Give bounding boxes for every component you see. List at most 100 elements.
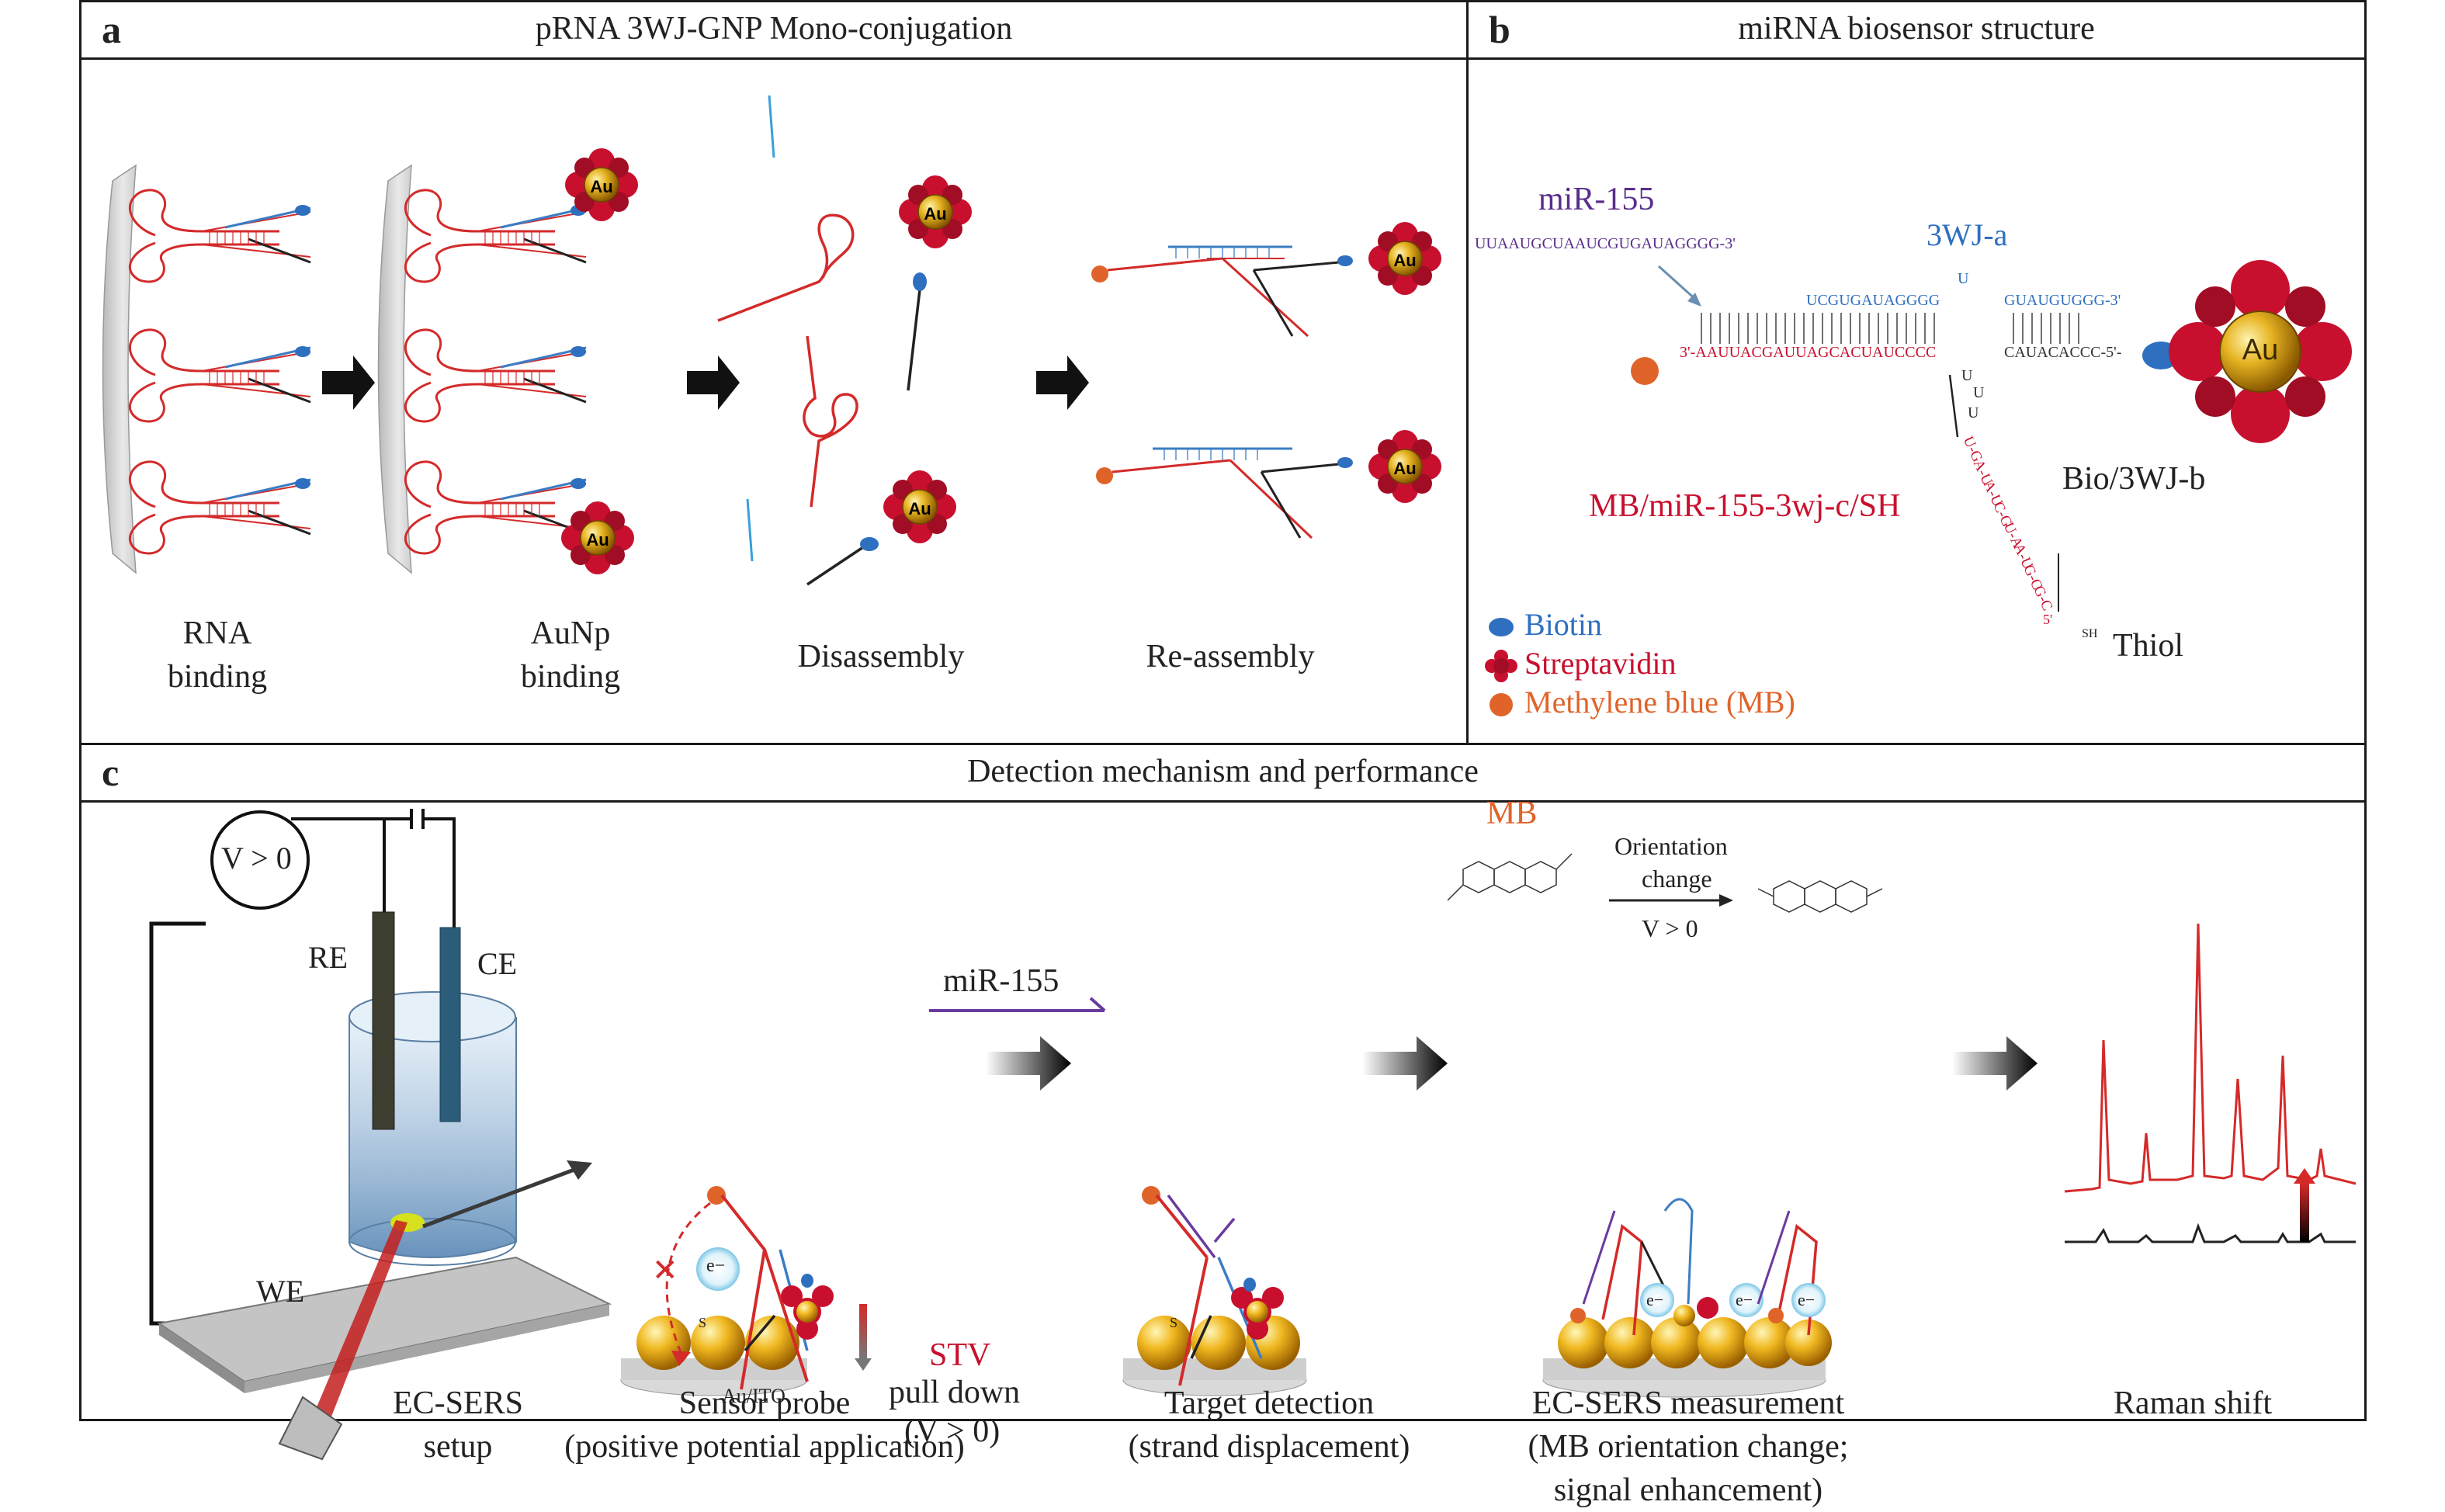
au-label: Au — [1393, 251, 1416, 270]
caption-line: (MB orientation change; — [1528, 1429, 1849, 1465]
3wj-b-label: Bio/3WJ-b — [2062, 461, 2206, 497]
pull-down-label: pull down — [889, 1375, 1021, 1410]
step-caption-reassembly: Re-assembly — [1106, 635, 1354, 678]
caption-line: Sensor probe — [678, 1385, 851, 1421]
change-label: change — [1642, 865, 1712, 893]
step-caption-rna-binding: RNA binding — [128, 612, 307, 699]
caption-ec-sers-measurement: EC-SERS measurement (MB orientation chan… — [1510, 1382, 1867, 1512]
thiol-s-label: S — [699, 1315, 707, 1330]
3wj-b-sequence: CAUACACCC-5'- — [2004, 344, 2122, 361]
mb-orientation-reaction — [1447, 853, 1883, 913]
au-label: Au — [590, 177, 612, 196]
target-detection — [1122, 1186, 1307, 1396]
gold-surface-plate — [102, 164, 137, 574]
mir155-arrow-label: miR-155 — [943, 963, 1060, 999]
arrow-3-icon — [1036, 355, 1089, 410]
panel-c-illustration: ✕ — [149, 809, 2357, 1461]
mb-label: MB — [1486, 796, 1538, 831]
caption-line: RNA — [182, 616, 252, 651]
panel-a-label: a — [102, 8, 121, 51]
mir-arrow — [1657, 265, 1699, 303]
voltmeter — [210, 810, 310, 910]
au-label: Au — [908, 499, 931, 518]
panel-a-titlebar: a pRNA 3WJ-GNP Mono-conjugation — [82, 2, 1466, 60]
caption-ec-sers-setup: EC-SERS setup — [369, 1382, 547, 1469]
legend-streptavidin: Streptavidin — [1524, 646, 1677, 681]
3wj-a-sequence-right: GUAUGUGGG-3' — [2004, 292, 2121, 309]
duplex-bars — [1701, 313, 2079, 344]
3wj-a-label: 3WJ-a — [1927, 217, 2008, 252]
step-caption-disassembly: Disassembly — [765, 635, 997, 678]
ce-label: CE — [477, 946, 518, 981]
reaction-voltage: V > 0 — [1642, 914, 1698, 942]
caption-line: Raman shift — [2113, 1385, 2273, 1421]
caption-line: (positive potential application) — [564, 1429, 965, 1465]
stv-label: STV — [929, 1337, 991, 1373]
arrow-2-icon — [687, 355, 740, 410]
caption-line: Re-assembly — [1146, 639, 1315, 675]
arrow-1-icon — [322, 355, 375, 410]
panel-c-label: c — [102, 751, 120, 794]
panel-b-label: b — [1489, 8, 1510, 51]
enhanced-spectrum — [2064, 923, 2357, 1193]
intensity-bar — [2300, 1184, 2309, 1242]
panel-a-illustration: Au Au Au Au — [102, 95, 1442, 586]
electron-label-4: e− — [1798, 1290, 1816, 1309]
five-prime-end: 5' — [2043, 612, 2053, 627]
thiol-s-label-2: S — [1170, 1315, 1178, 1330]
caption-line: binding — [167, 659, 268, 695]
caption-line: Disassembly — [797, 639, 965, 675]
mir155-sequence: UUAAUGCUAAUCGUGAUAGGGG-3' — [1475, 235, 1736, 252]
panel-a: a pRNA 3WJ-GNP Mono-conjugation — [79, 0, 1469, 745]
we-label: WE — [256, 1274, 305, 1309]
caption-target-detection: Target detection (strand displacement) — [1098, 1382, 1440, 1469]
streptavidin-icon — [1485, 650, 1517, 682]
au-label: Au — [586, 530, 609, 550]
panel-b-title: miRNA biosensor structure — [1738, 11, 2095, 47]
re-label: RE — [308, 940, 349, 975]
loop-u-2: U — [1973, 384, 1985, 401]
ec-sers-measurement — [1542, 1198, 1832, 1398]
streptavidin-au-nanoparticle — [2169, 260, 2352, 443]
caption-line: binding — [520, 659, 621, 695]
caption-line: AuNp — [530, 616, 611, 651]
panel-b-illustration: Au — [1485, 260, 2352, 716]
mir155-label: miR-155 — [1538, 182, 1655, 217]
caption-sensor-probe: Sensor probe (positive potential applica… — [547, 1382, 982, 1469]
caption-line: EC-SERS measurement — [1531, 1385, 1845, 1421]
svg-text:✕: ✕ — [652, 1254, 678, 1288]
sh-label: SH — [2082, 627, 2098, 640]
electron-label-2: e− — [1646, 1290, 1664, 1309]
electron-label: e− — [706, 1256, 726, 1276]
reassembled-construct-bottom: Au — [1096, 429, 1442, 539]
voltage-label: V > 0 — [221, 841, 292, 876]
methylene-blue-marker — [1631, 357, 1659, 385]
panel-b: b miRNA biosensor structure — [1466, 0, 2367, 745]
panel-b-titlebar: b miRNA biosensor structure — [1469, 2, 2364, 60]
panel-c: c Detection mechanism and performance — [79, 743, 2367, 1508]
panel-c-title: Detection mechanism and performance — [967, 754, 1479, 789]
electron-label-3: e− — [1736, 1290, 1753, 1309]
methylene-blue-icon — [1490, 693, 1513, 716]
panel-c-titlebar: c Detection mechanism and performance — [82, 745, 2364, 803]
au-ito-label: Au/ITO — [722, 1385, 786, 1407]
au-label: Au — [2242, 334, 2278, 366]
caption-line: setup — [423, 1429, 493, 1465]
orientation-label: Orientation — [1614, 832, 1728, 860]
arrow-c3-icon — [1952, 1036, 2038, 1091]
loop-u-3: U — [1968, 404, 1979, 421]
legend-biotin: Biotin — [1524, 607, 1603, 642]
caption-line: (strand displacement) — [1128, 1429, 1410, 1465]
ec-sers-setup — [149, 809, 612, 1461]
counter-electrode — [439, 927, 461, 1122]
caption-line: EC-SERS — [392, 1385, 524, 1421]
loop-u-1: U — [1961, 367, 1973, 384]
caption-line: signal enhancement) — [1553, 1472, 1823, 1508]
sensor-probe: ✕ — [620, 1186, 872, 1396]
au-label: Au — [1393, 459, 1416, 478]
3wj-c-sequence: 3'-AAUUACGAUUAGCACUAUCCCC — [1680, 344, 1937, 361]
reassembled-construct-top: Au — [1091, 221, 1442, 338]
biotin-icon — [1489, 618, 1514, 636]
3wj-c-label: MB/miR-155-3wj-c/SH — [1589, 488, 1901, 524]
legend-methylene-blue: Methylene blue (MB) — [1524, 685, 1795, 720]
